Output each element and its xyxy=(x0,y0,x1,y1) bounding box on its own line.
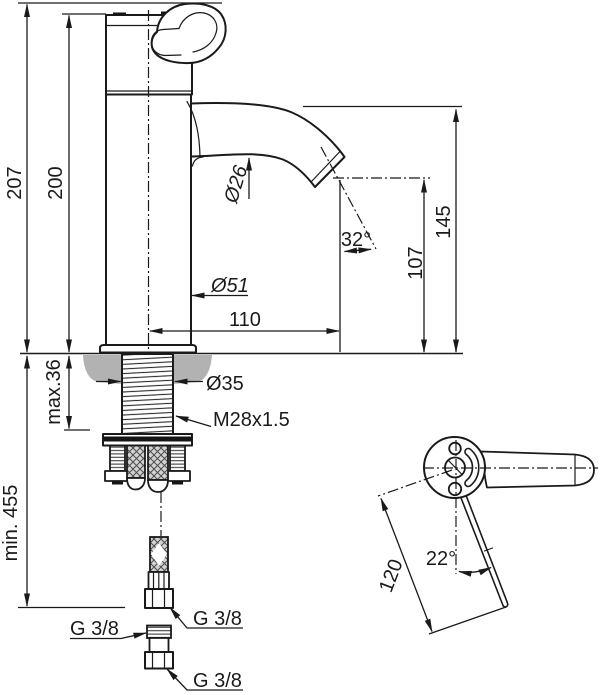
threaded-shank xyxy=(121,353,174,435)
hose-nut xyxy=(144,588,174,609)
leader-m28 xyxy=(175,415,212,428)
dim-g38-top-label: G 3/8 xyxy=(193,608,242,630)
dim-lever-length-label: 120 xyxy=(375,556,407,595)
dim-hole-diameter-label: Ø35 xyxy=(206,373,244,395)
spout-outlet-inner-edge xyxy=(310,151,341,183)
dim-g38-side-label: G 3/8 xyxy=(70,618,119,640)
hose-detail-highlight xyxy=(151,543,167,566)
deck-section-left xyxy=(83,355,122,384)
dim-min-clearance-label: min. 455 xyxy=(0,485,22,562)
ext-line-120 xyxy=(428,606,507,635)
loop-handle-inner-edge xyxy=(178,12,218,53)
cap-top-detail-left xyxy=(113,12,126,16)
stud-left-tip xyxy=(112,481,123,485)
handle-lever-blade xyxy=(458,493,509,608)
hub-center-slot xyxy=(447,459,463,476)
dim-body-height-label: 200 xyxy=(45,166,67,199)
dim-line-120 xyxy=(380,497,433,633)
adapter-nut xyxy=(144,651,174,670)
handle-detail-view xyxy=(377,436,598,635)
lever-break-mark xyxy=(483,547,494,552)
dim-spout-angle-label: 32° xyxy=(341,229,371,251)
faucet-main-view xyxy=(99,2,346,434)
dim-deck-thickness-label: max.36 xyxy=(43,359,65,425)
spout xyxy=(190,102,346,188)
stud-left xyxy=(109,444,126,472)
stud-right xyxy=(169,444,186,472)
handle-grip-cylinder xyxy=(480,450,595,489)
hub-arc-slot xyxy=(464,447,480,488)
mounting-plate-gasket xyxy=(103,436,192,442)
leader-g38-side xyxy=(70,632,147,640)
dim-spout-reach-label: 110 xyxy=(229,309,261,331)
adapter-body xyxy=(148,637,170,653)
installation-section xyxy=(20,352,463,670)
leader-g38-top xyxy=(169,606,243,629)
spout-bottom-fillet xyxy=(191,156,204,167)
dim-body-diameter-label: Ø51 xyxy=(210,275,249,297)
dim-shank-thread-label: M28x1.5 xyxy=(213,409,290,431)
dim-spout-diameter-label: Ø26 xyxy=(220,162,253,206)
hose-right-braid xyxy=(147,444,169,481)
loop-handle xyxy=(150,2,227,65)
deck-section-right xyxy=(173,355,212,384)
handle-slant-centerline xyxy=(377,469,453,497)
dim-total-height-label: 207 xyxy=(4,166,26,199)
adapter-thread xyxy=(146,624,172,639)
hose-left-end xyxy=(126,477,146,491)
dim-outlet-height-label: 107 xyxy=(405,246,427,279)
hose-right-end xyxy=(147,479,169,493)
dim-lever-angle-label: 22° xyxy=(426,548,456,570)
leader-g38-bottom xyxy=(166,668,243,691)
hub-hole-top xyxy=(448,441,462,456)
dim-g38-bottom-label: G 3/8 xyxy=(193,670,242,692)
hose-left-braid xyxy=(126,444,146,479)
spout-root-curve xyxy=(186,100,201,157)
hub-hole-bottom xyxy=(447,481,463,497)
loop-handle-slot xyxy=(150,27,182,57)
stud-right-tip xyxy=(172,481,183,485)
dim-clearance-height-label: 145 xyxy=(433,205,455,238)
dim-line-32deg xyxy=(343,247,372,254)
dim-arc-22deg xyxy=(458,566,492,577)
dimension-annotations xyxy=(18,2,462,691)
spout-axis-centerline xyxy=(320,146,377,250)
